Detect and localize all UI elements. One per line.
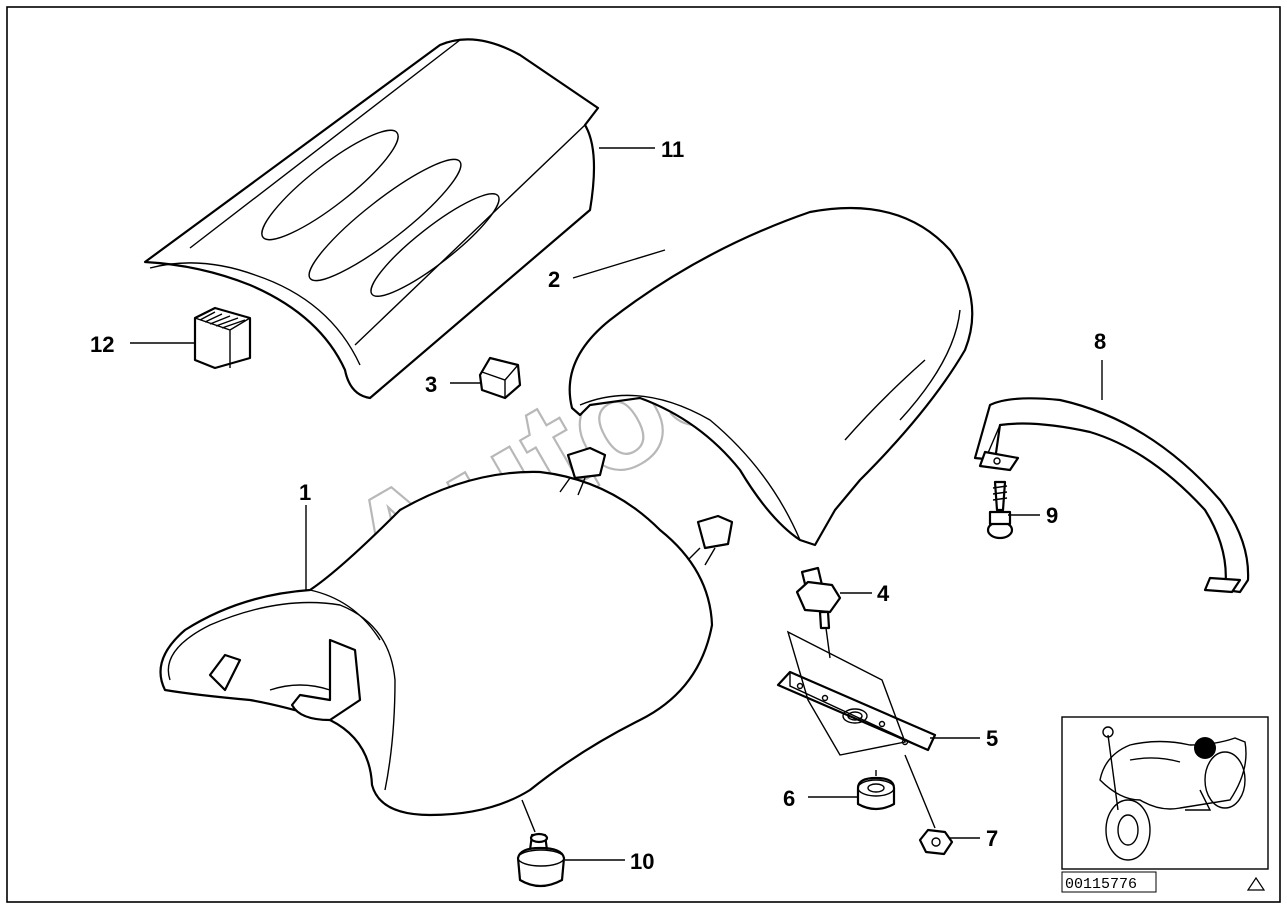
callout-7: 7	[986, 826, 998, 851]
callout-3: 3	[425, 372, 437, 397]
reference-id: 00115776	[1065, 876, 1137, 893]
diagram-frame	[6, 6, 1281, 903]
callout-10: 10	[630, 849, 654, 874]
callout-2: 2	[548, 267, 560, 292]
part-6-spacer	[856, 770, 896, 811]
reference-id-box	[1061, 871, 1157, 893]
part-12-pad	[193, 306, 252, 370]
callout-11: 11	[661, 137, 684, 162]
leader-lines	[130, 147, 1103, 861]
triangle-icon	[1246, 876, 1266, 891]
locator-thumbnail	[1061, 716, 1269, 870]
callout-1: 1	[299, 480, 311, 505]
part-5-mounting-plate	[776, 627, 937, 756]
part-1-front-seat	[159, 446, 734, 817]
callout-12: 12	[90, 332, 114, 357]
callout-4: 4	[877, 581, 890, 606]
part-2-rear-seat	[568, 206, 974, 547]
part-11-seat-cover	[143, 38, 600, 400]
part-10-rubber-buffer	[516, 832, 566, 888]
part-4-bolt	[795, 566, 842, 630]
callout-6: 6	[783, 786, 795, 811]
callout-8: 8	[1094, 329, 1106, 354]
part-7-nut	[904, 754, 954, 856]
motorcycle-icon	[1099, 726, 1247, 861]
part-9-screw	[986, 480, 1014, 540]
part-3-rubber-buffer	[478, 356, 522, 400]
part-8-bracket	[973, 397, 1250, 594]
callout-5: 5	[986, 726, 998, 751]
location-marker-icon	[1194, 737, 1216, 759]
callout-9: 9	[1046, 503, 1058, 528]
